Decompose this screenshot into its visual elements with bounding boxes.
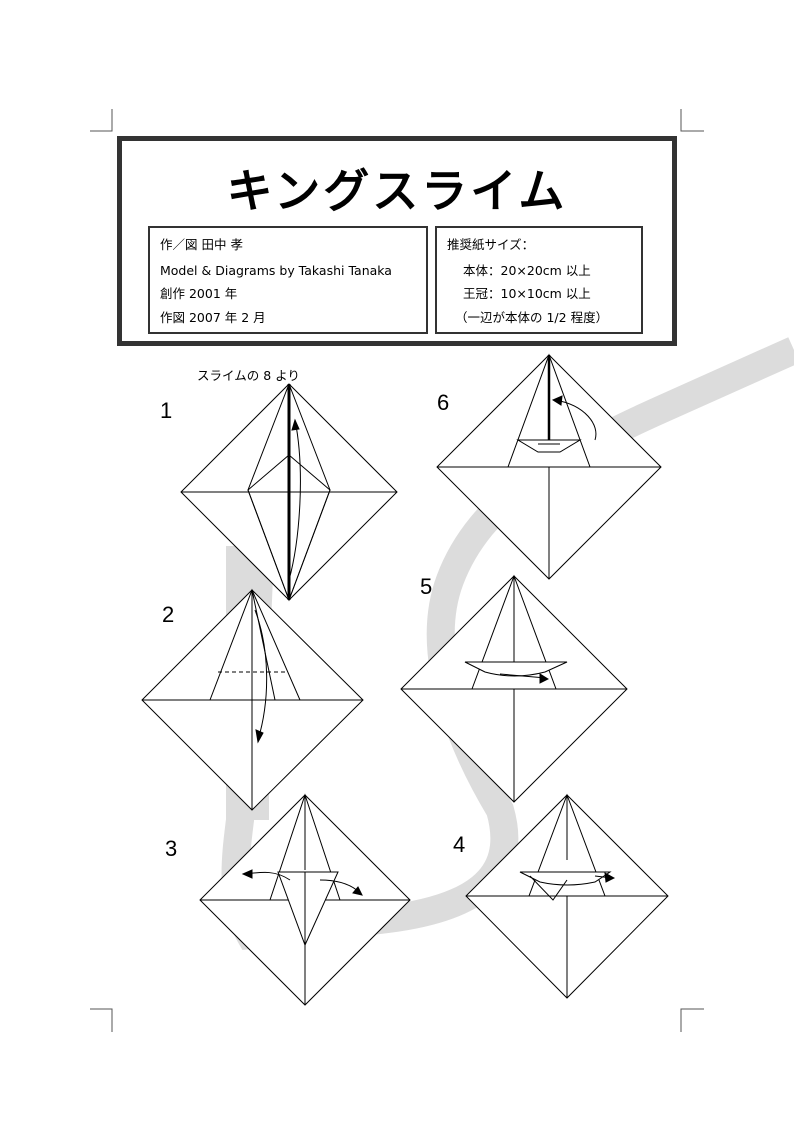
paper-heading: 推奨紙サイズ： bbox=[447, 237, 535, 252]
diagrammed-line: 作図 2007 年 2 月 bbox=[160, 310, 266, 325]
step-3-diagram bbox=[199, 793, 411, 1006]
from-note: スライムの 8 より bbox=[197, 368, 300, 383]
step-number-4: 4 bbox=[453, 832, 466, 857]
crop-marks bbox=[90, 109, 704, 1032]
created-line: 創作 2001 年 bbox=[160, 286, 238, 301]
step-number-5: 5 bbox=[420, 574, 433, 599]
step-number-1: 1 bbox=[160, 398, 173, 423]
step-6-diagram bbox=[436, 353, 662, 580]
crown-paper-size: 王冠：10×10cm 以上 bbox=[463, 286, 591, 301]
step-number-6: 6 bbox=[437, 390, 450, 415]
english-credit-line: Model & Diagrams by Takashi Tanaka bbox=[160, 263, 392, 278]
credits-box: 作／図 田中 孝 Model & Diagrams by Takashi Tan… bbox=[148, 226, 428, 334]
step-number-3: 3 bbox=[165, 836, 178, 861]
body-paper-size: 本体：20×20cm 以上 bbox=[463, 263, 591, 278]
paper-note: （一辺が本体の 1/2 程度） bbox=[455, 310, 609, 325]
step-2-diagram bbox=[141, 588, 364, 811]
step-1-diagram bbox=[180, 383, 398, 602]
step-number-2: 2 bbox=[162, 602, 175, 627]
step-4-diagram bbox=[465, 793, 669, 999]
page-title: キングスライム bbox=[226, 164, 568, 218]
paper-size-box: 推奨紙サイズ： 本体：20×20cm 以上 王冠：10×10cm 以上 （一辺が… bbox=[435, 226, 643, 334]
step-5-diagram bbox=[400, 574, 628, 803]
author-line: 作／図 田中 孝 bbox=[160, 237, 243, 252]
